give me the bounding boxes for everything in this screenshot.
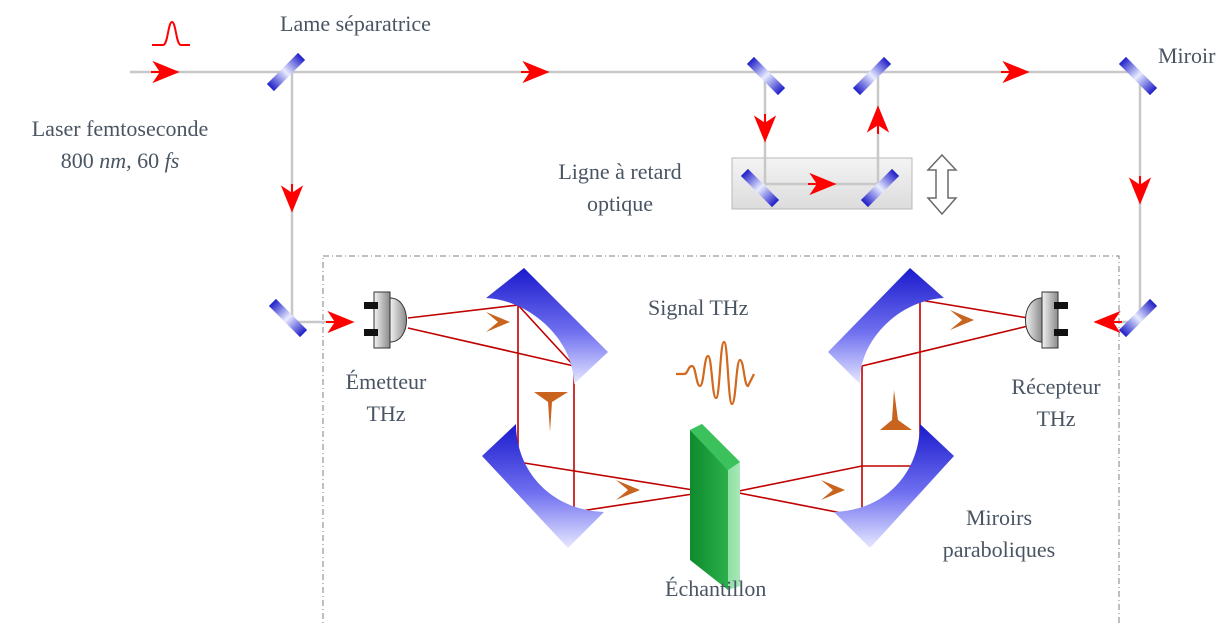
receiver-fold-mirror — [1118, 298, 1158, 338]
laser-separator: , — [126, 148, 132, 173]
thz-emitter-antenna — [364, 291, 407, 349]
parabolic-mirrors-label: Miroirs paraboliques — [924, 502, 1074, 566]
thz-receiver-antenna — [1025, 291, 1068, 349]
parabolic-mirror-bottom-left — [482, 424, 604, 548]
delay-output-mirror — [852, 56, 892, 96]
thz-arrow — [595, 480, 640, 500]
corner-mirror — [1118, 56, 1158, 96]
delay-line-label: Ligne à retard optique — [530, 156, 710, 220]
laser-label: Laser femtoseconde 800 nm, 60 fs — [6, 113, 234, 177]
thz-arrow — [534, 392, 568, 432]
laser-arrow — [280, 184, 304, 213]
thz-signal-icon — [676, 340, 755, 406]
laser-wavelength-unit: nm — [99, 148, 127, 173]
laser-label-line2: 800 nm, 60 fs — [6, 145, 234, 177]
emitter-label-line1: Émetteur — [345, 369, 427, 394]
laser-arrow — [1093, 310, 1122, 334]
thz-arrow — [880, 390, 912, 430]
parabolic-mirror-top-left — [486, 268, 608, 384]
laser-arrow — [1001, 60, 1030, 84]
delay-translation-icon — [926, 153, 958, 216]
thz-signal-label: Signal THz — [648, 295, 749, 320]
laser-arrows — [151, 60, 1152, 334]
laser-duration-unit: fs — [164, 148, 180, 173]
laser-wavelength: 800 — [60, 148, 94, 173]
laser-pulse-icon — [152, 20, 190, 46]
sample-plate — [690, 424, 740, 590]
laser-label-line1: Laser femtoseconde — [31, 116, 209, 141]
delay-line-label-line2: optique — [587, 191, 653, 216]
emitter-label-line2: THz — [366, 401, 406, 426]
thz-arrows — [466, 310, 974, 500]
thz-arrow — [800, 480, 845, 500]
mirror-label: Miroir — [1158, 43, 1216, 68]
laser-arrow — [1128, 176, 1152, 205]
parabolic-mirrors — [482, 268, 954, 548]
receiver-label-line2: THz — [1036, 406, 1076, 431]
sample-label: Échantillon — [665, 576, 767, 601]
parabolic-mirrors-label-line2: paraboliques — [942, 537, 1056, 562]
laser-arrow — [753, 114, 777, 143]
laser-arrow — [866, 105, 890, 134]
laser-arrow — [151, 60, 180, 84]
thz-arrow — [928, 310, 974, 330]
emitter-label: Émetteur THz — [316, 366, 456, 430]
receiver-label: Récepteur THz — [986, 371, 1126, 435]
thz-enclosure-border — [322, 255, 1120, 626]
parabolic-mirror-top-right — [828, 268, 944, 384]
laser-arrow — [326, 310, 355, 334]
thz-arrow — [466, 312, 510, 332]
parabolic-mirror-bottom-right — [834, 424, 954, 548]
delay-line-label-line1: Ligne à retard — [558, 159, 682, 184]
receiver-label-line1: Récepteur — [1011, 374, 1101, 399]
parabolic-mirrors-label-line1: Miroirs — [966, 505, 1032, 530]
beam-splitter-label: Lame séparatrice — [280, 11, 431, 36]
laser-arrow — [521, 60, 550, 84]
laser-arrow — [808, 172, 837, 196]
laser-duration: 60 — [137, 148, 160, 173]
emitter-fold-mirror — [268, 298, 308, 338]
thz-beam-path — [407, 299, 1029, 518]
